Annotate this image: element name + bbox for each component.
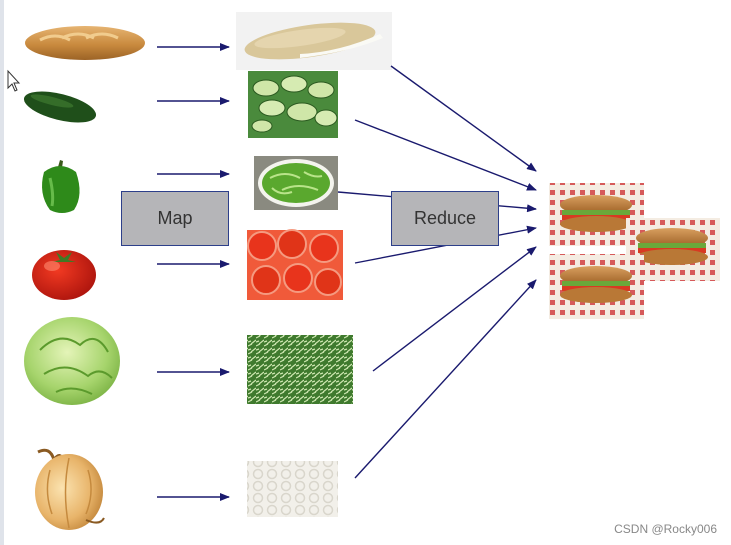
- mouse-cursor-icon: [7, 69, 21, 92]
- watermark-text: CSDN @Rocky006: [614, 522, 717, 536]
- map-box: Map: [121, 191, 229, 246]
- sandwich-image-middle: [626, 218, 720, 281]
- onion-image: [35, 448, 105, 530]
- window-left-edge: [0, 0, 4, 545]
- sliced-tomato-image: [247, 229, 343, 300]
- sliced-cucumber-image: [248, 71, 338, 138]
- reduce-label: Reduce: [413, 208, 477, 228]
- sliced-bread-image: [236, 12, 392, 70]
- cucumber-image: [23, 91, 97, 123]
- reduce-box: Reduce: [391, 191, 499, 246]
- sliced-pepper-image: [254, 156, 338, 210]
- reduce-arrow-onion: [354, 279, 537, 479]
- map-label: Map: [157, 208, 193, 228]
- green-pepper-image: [42, 160, 80, 213]
- reduce-arrow-lettuce: [372, 246, 537, 372]
- onion-rings-image: [247, 461, 338, 517]
- shredded-lettuce-image: [247, 335, 353, 404]
- lettuce-image: [24, 317, 120, 405]
- tomato-image: [32, 250, 96, 300]
- reduce-arrow-bread: [390, 65, 537, 172]
- sandwich-image-bottom: [549, 254, 644, 319]
- bread-loaf-image: [25, 26, 145, 60]
- reduce-arrow-cucumber: [354, 119, 537, 191]
